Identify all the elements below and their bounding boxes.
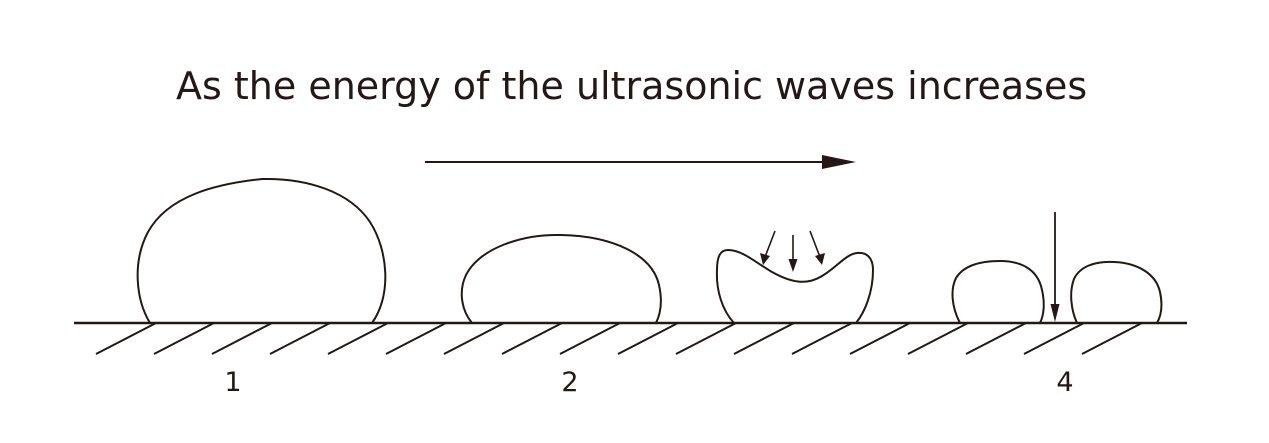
hatch-mark [617, 322, 679, 355]
hatch-mark [501, 322, 563, 355]
hatch-mark [559, 322, 621, 355]
hatch-mark [211, 322, 273, 355]
bubble-stage-1 [136, 177, 387, 324]
jet-arrow-icon [1050, 212, 1060, 322]
hatch-mark [153, 322, 215, 355]
substrate-hatching [95, 322, 1143, 355]
hatch-mark [791, 322, 853, 355]
diagram-title: As the energy of the ultrasonic waves in… [176, 64, 1087, 108]
hatch-mark [907, 322, 969, 355]
hatch-mark [443, 322, 505, 355]
bubble-stage-4-left [951, 259, 1045, 324]
hatch-mark [385, 322, 447, 355]
stage-label-1: 1 [224, 367, 241, 398]
hatch-mark [95, 322, 157, 355]
bubble-stage-3 [715, 248, 875, 324]
hatch-mark [327, 322, 389, 355]
bubble-stage-2 [460, 233, 662, 324]
stage-label-4: 4 [1056, 367, 1073, 398]
direction-arrow-icon [425, 155, 856, 169]
pressure-arrows-icon [760, 230, 825, 272]
hatch-mark [733, 322, 795, 355]
hatch-mark [1023, 322, 1085, 355]
bubble-stage-4-right [1070, 260, 1163, 324]
hatch-mark [675, 322, 737, 355]
stage-label-2: 2 [561, 367, 578, 398]
hatch-mark [849, 322, 911, 355]
hatch-mark [269, 322, 331, 355]
hatch-mark [965, 322, 1027, 355]
hatch-mark [1081, 322, 1143, 355]
